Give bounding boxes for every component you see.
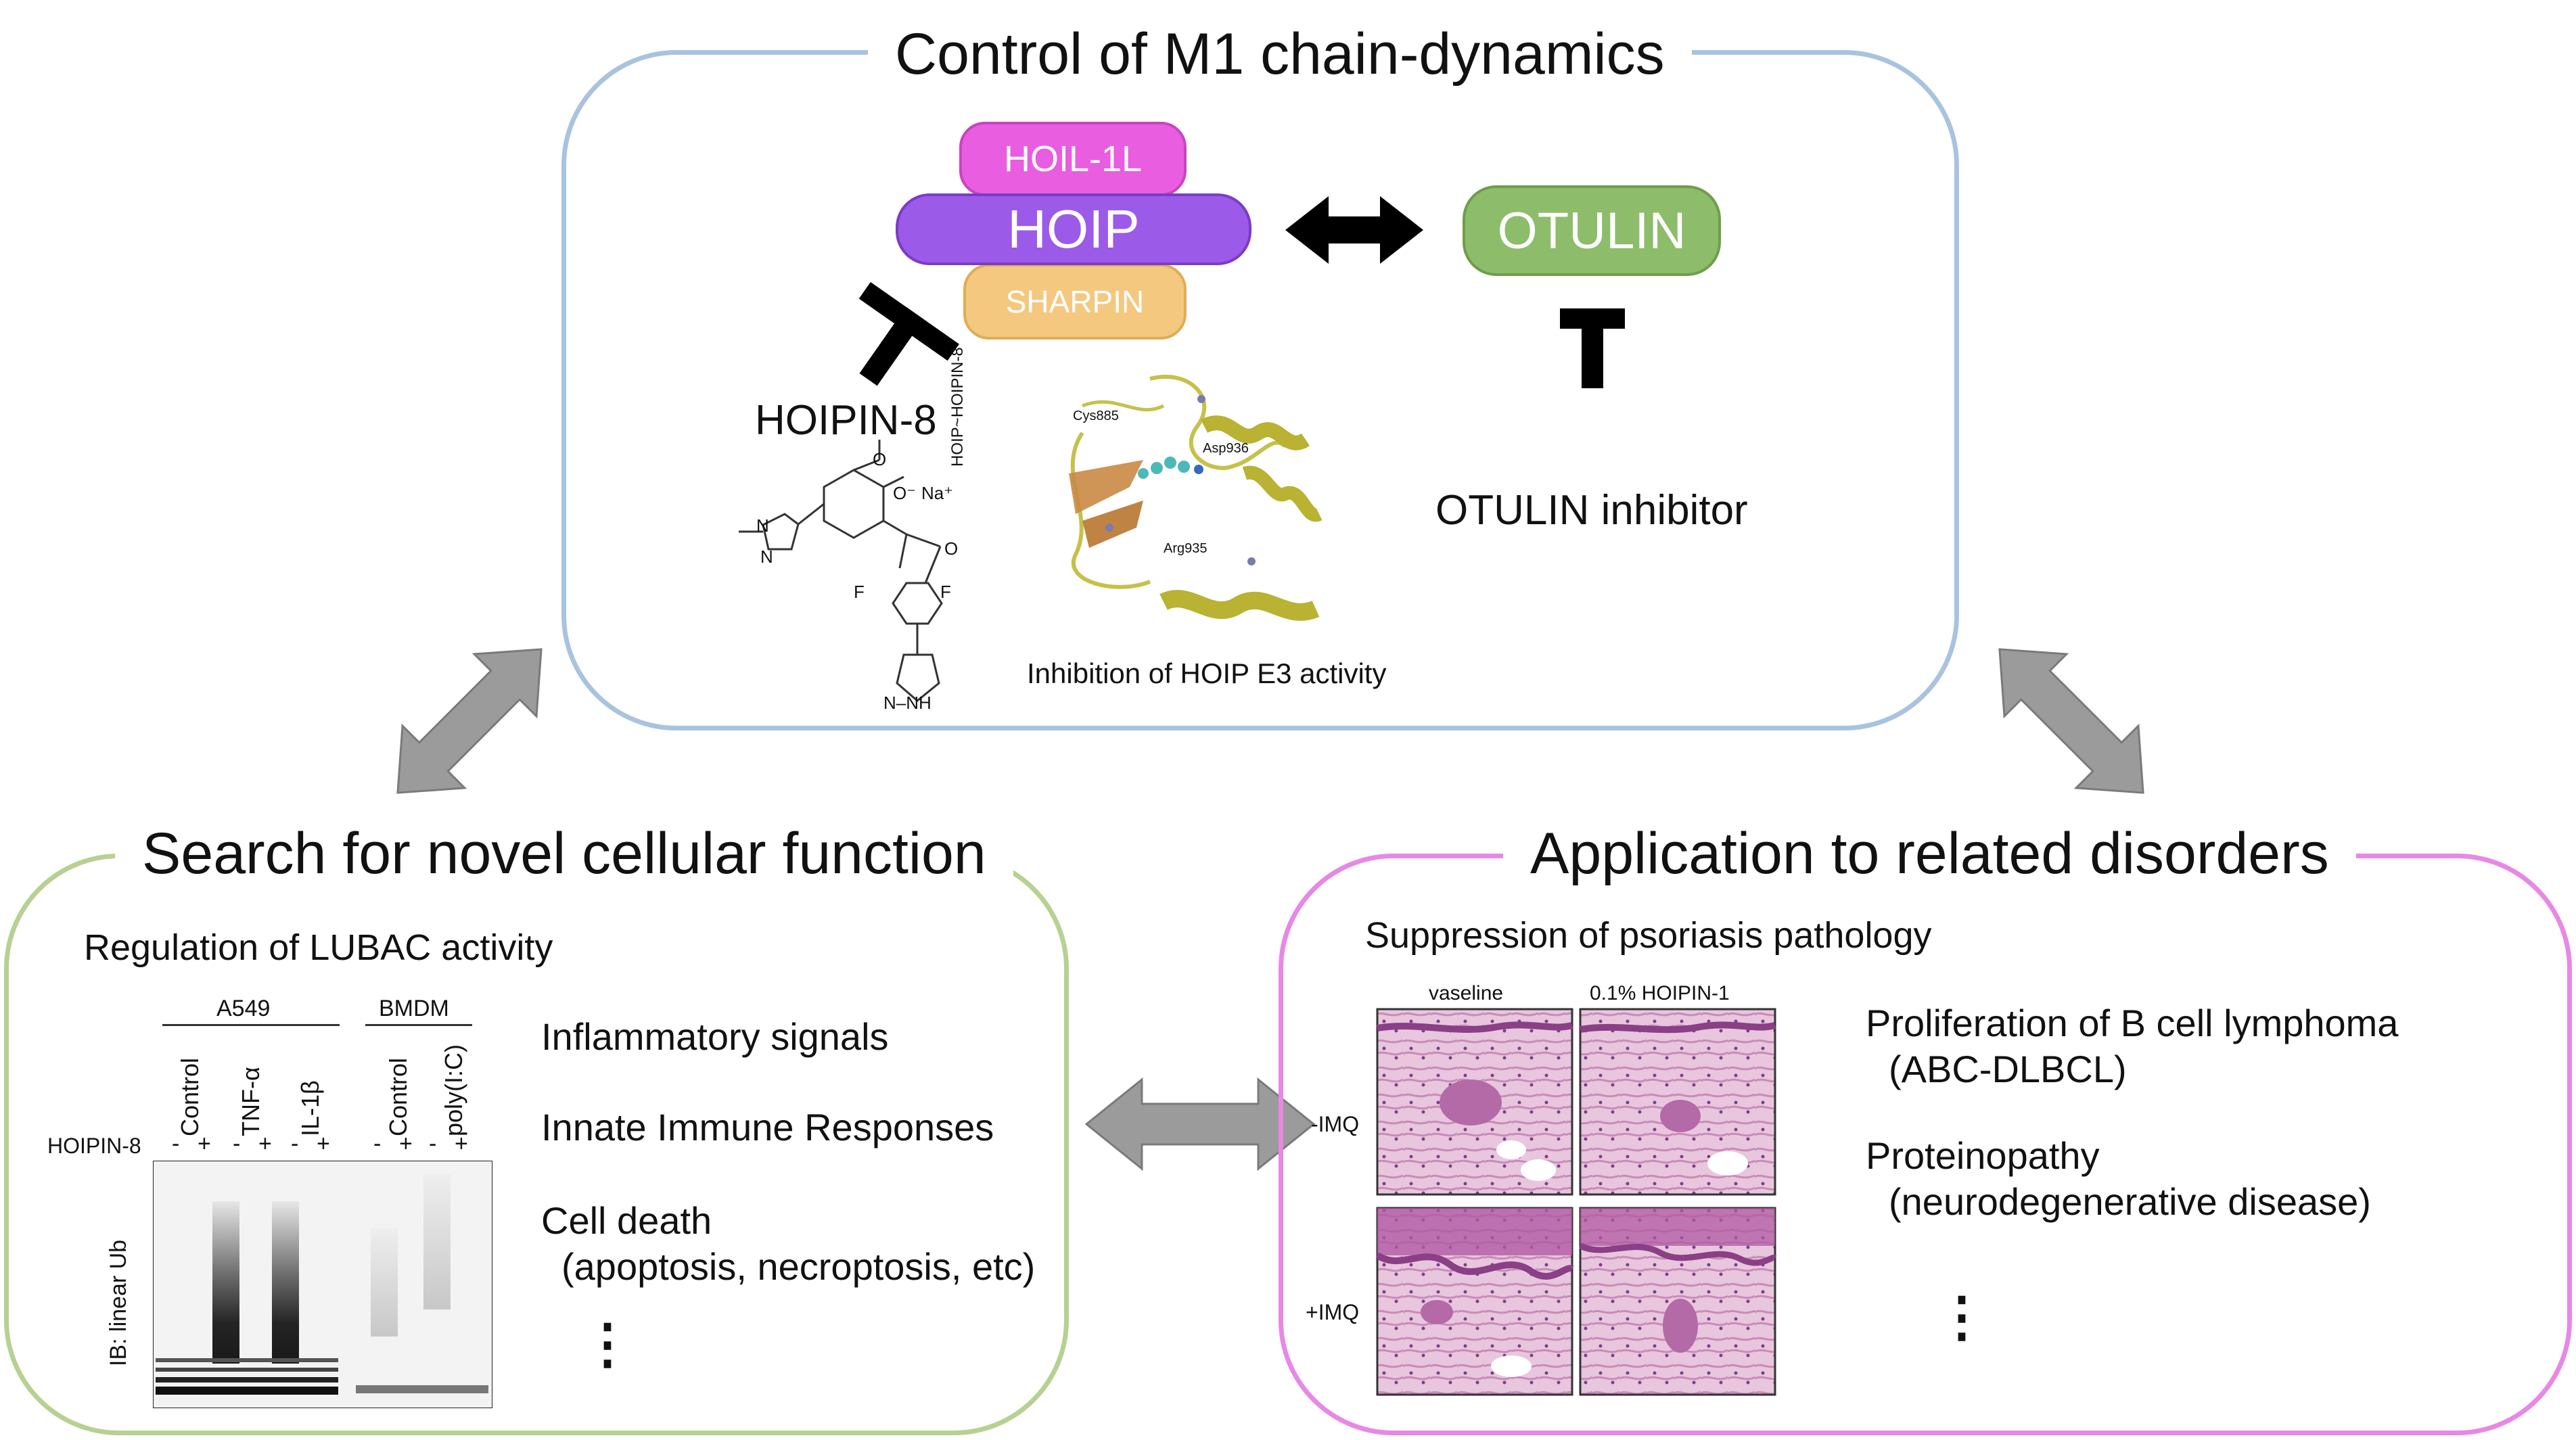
hoipin8-structure-icon [739,440,943,702]
residue-cys885: Cys885 [1073,409,1119,423]
histology-tile-vaseline-minus [1376,1008,1573,1196]
gray-arrow-top-left-icon [396,648,543,794]
top-panel-title: Control of M1 chain-dynamics [868,20,1692,88]
inhibition-caption: Inhibition of HOIP E3 activity [1027,657,1387,689]
lane-label-control-bmdm: Control [384,1057,412,1136]
histology-grid-image [1376,1008,1776,1396]
sharpin-label: SHARPIN [1005,284,1145,319]
histology-tile-vaseline-plus [1376,1207,1574,1396]
hoip-pill: HOIP [896,193,1251,265]
double-arrow-icon [1285,196,1423,264]
left-item-inflammatory: Inflammatory signals [541,1015,889,1058]
right-item-proteinopathy: Proteinopathy [1866,1134,2100,1177]
hoip-label: HOIP [1007,199,1140,259]
blot-group-bmdm-line [365,1024,472,1026]
otulin-pill: OTULIN [1463,185,1721,276]
blot-group-bmdm: BMDM [379,996,449,1021]
right-ellipsis: ⋮ [1935,1286,1989,1347]
histology-col-hoipin1: 0.1% HOIPIN-1 [1590,982,1730,1004]
sign-7: + [399,1131,413,1157]
sign-0: - [172,1131,180,1157]
hoipin8-label: HOIPIN-8 [755,397,937,444]
western-blot-image [153,1161,492,1408]
left-item-cell-death: Cell death [541,1199,712,1242]
left-item-innate: Innate Immune Responses [541,1106,994,1148]
left-panel-subtitle: Regulation of LUBAC activity [84,927,553,968]
hoip-structure-icon [1069,375,1322,621]
chem-o-minus: O⁻ [893,483,916,503]
left-item-cell-death-detail: (apoptosis, necroptosis, etc) [561,1245,1036,1288]
lane-label-control-a549: Control [176,1057,204,1136]
sign-3: + [258,1131,272,1157]
right-item-lymphoma-detail: (ABC-DLBCL) [1889,1048,2127,1090]
sign-4: - [291,1131,299,1157]
sign-2: - [233,1131,241,1157]
chem-o-ketone: O [944,538,959,559]
hoil-1l-label: HOIL-1L [1003,139,1143,179]
histology-tile-hoipin-minus [1579,1008,1776,1196]
right-item-proteinopathy-detail: (neurodegenerative disease) [1889,1180,2371,1223]
otulin-inhibitor-label: OTULIN inhibitor [1435,487,1748,534]
blot-group-a549: A549 [216,996,271,1021]
left-panel-title: Search for novel cellular function [115,820,1013,887]
inhibition-tbar-hoipin-icon [858,281,959,386]
histology-row-minus-imq: -IMQ [1311,1112,1360,1136]
histology-tile-hoipin-plus [1579,1207,1776,1396]
chem-f-right: F [940,582,951,602]
sign-1: + [198,1131,211,1157]
gray-arrow-horizontal-icon [1084,1077,1316,1171]
chem-na: Na⁺ [921,483,953,503]
inhibition-tbar-otulin-icon [1560,308,1625,388]
left-ellipsis: ⋮ [580,1314,635,1374]
lane-label-tnf: TNF-α [237,1067,264,1136]
residue-arg935: Arg935 [1164,541,1208,556]
gray-arrow-top-right-icon [1998,648,2144,794]
right-panel-subtitle: Suppression of psoriasis pathology [1365,915,1932,956]
otulin-label: OTULIN [1497,202,1686,260]
right-item-lymphoma: Proliferation of B cell lymphoma [1866,1002,2399,1044]
sign-5: + [317,1131,330,1157]
histology-row-plus-imq: +IMQ [1306,1300,1360,1324]
sign-8: - [429,1131,437,1157]
residue-asp936: Asp936 [1203,441,1249,456]
sharpin-pill: SHARPIN [963,264,1187,340]
lane-label-polyic: poly(I:C) [440,1044,467,1136]
sign-9: + [455,1131,468,1157]
blot-group-a549-line [162,1024,340,1026]
structure-side-label: HOIP~HOIPIN-8 [948,347,967,467]
chem-n-top: N [756,515,769,536]
treatment-label: HOIPIN-8 [47,1134,141,1158]
chem-n-bottom: N [760,547,773,567]
ib-label: IB: linear Ub [106,1239,131,1366]
right-panel-title: Application to related disorders [1503,820,2356,887]
lane-label-il1b: IL-1β [296,1080,324,1136]
chem-nh: N–NH [883,693,932,713]
histology-col-vaseline: vaseline [1429,982,1504,1004]
sign-6: - [373,1131,382,1157]
chem-f-left: F [854,582,865,602]
chem-o-top: O [873,449,887,469]
